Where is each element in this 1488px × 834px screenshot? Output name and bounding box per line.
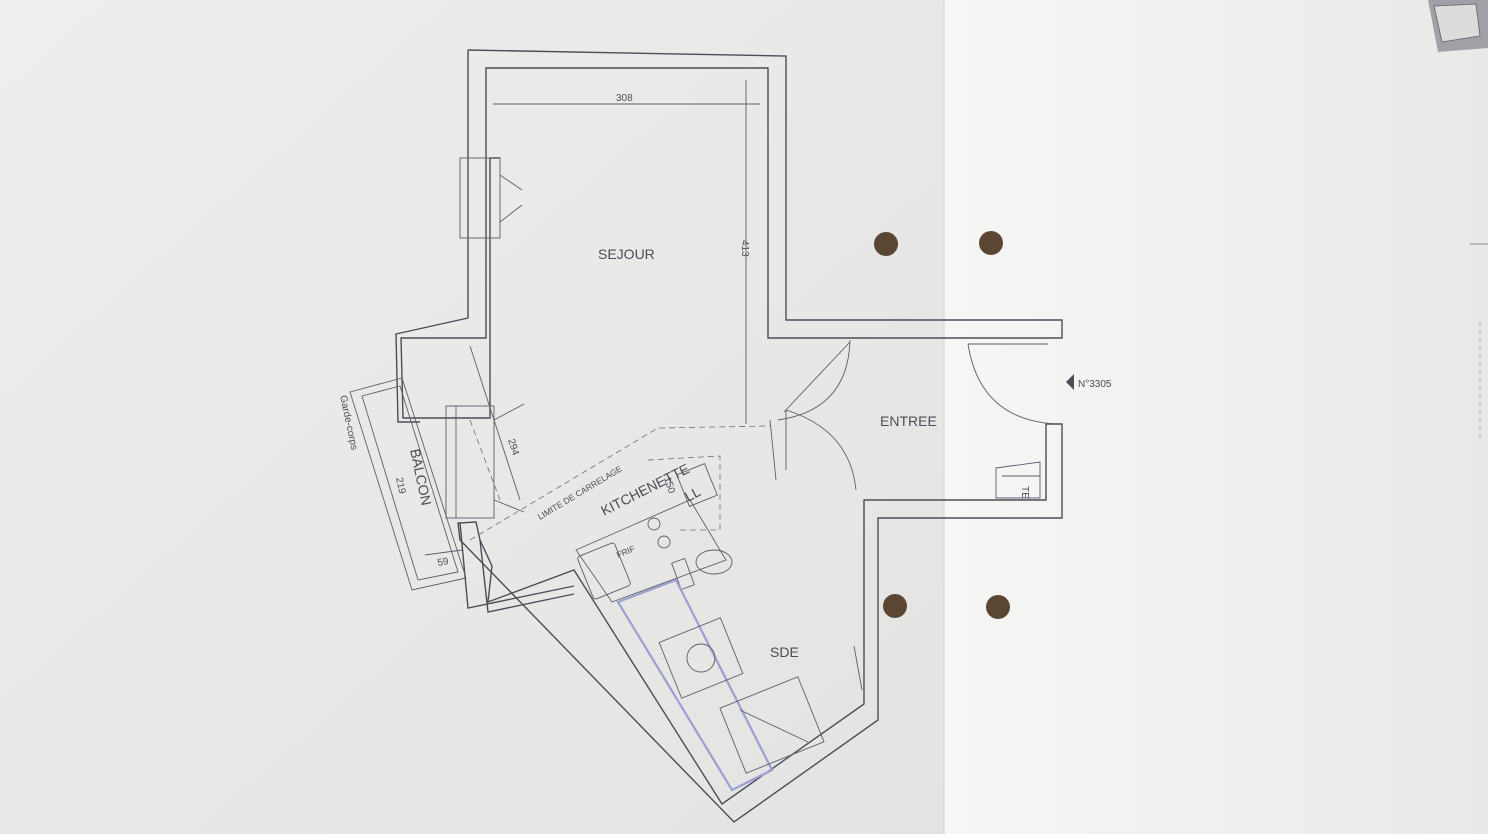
punch-hole (883, 594, 907, 618)
room-label-entree: ENTREE (880, 413, 937, 429)
balcony (349, 377, 467, 591)
punch-hole (874, 232, 898, 256)
dimension-sejour-width: 308 (616, 93, 633, 104)
label-apartment-number: N°3305 (1078, 379, 1112, 390)
corner-graphic (1428, 0, 1488, 440)
paper-left-panel (0, 0, 944, 834)
dimension-lines (424, 80, 760, 556)
dimension-kitchen-depth: 150 (661, 476, 677, 496)
dimension-sejour-depth: 413 (739, 240, 750, 257)
toilet (671, 549, 733, 591)
door-sde (785, 409, 857, 491)
window-sejour (459, 157, 523, 239)
bathroom-fixtures (616, 578, 863, 792)
room-label-sde: SDE (770, 644, 799, 660)
label-tableau-electrique: TE (1019, 486, 1030, 499)
label-lave-linge: LL (682, 483, 703, 505)
room-label-sejour: SEJOUR (598, 246, 655, 262)
exterior-walls (395, 49, 1063, 823)
window-kitchen (445, 403, 525, 519)
punch-hole (986, 595, 1010, 619)
paper-right-panel (944, 0, 1488, 834)
tiling-limit (469, 425, 771, 541)
door-entrance (967, 343, 1057, 425)
dimension-balcon-width: 219 (393, 476, 407, 495)
dimension-window-width: 294 (505, 438, 521, 458)
entrance-arrow (1066, 374, 1074, 390)
kitchen-fixtures (575, 463, 727, 603)
door-sejour-entree (769, 339, 851, 481)
dimension-balcon-depth: 59 (437, 556, 450, 569)
punch-hole (979, 231, 1003, 255)
electrical-panel (995, 461, 1041, 499)
